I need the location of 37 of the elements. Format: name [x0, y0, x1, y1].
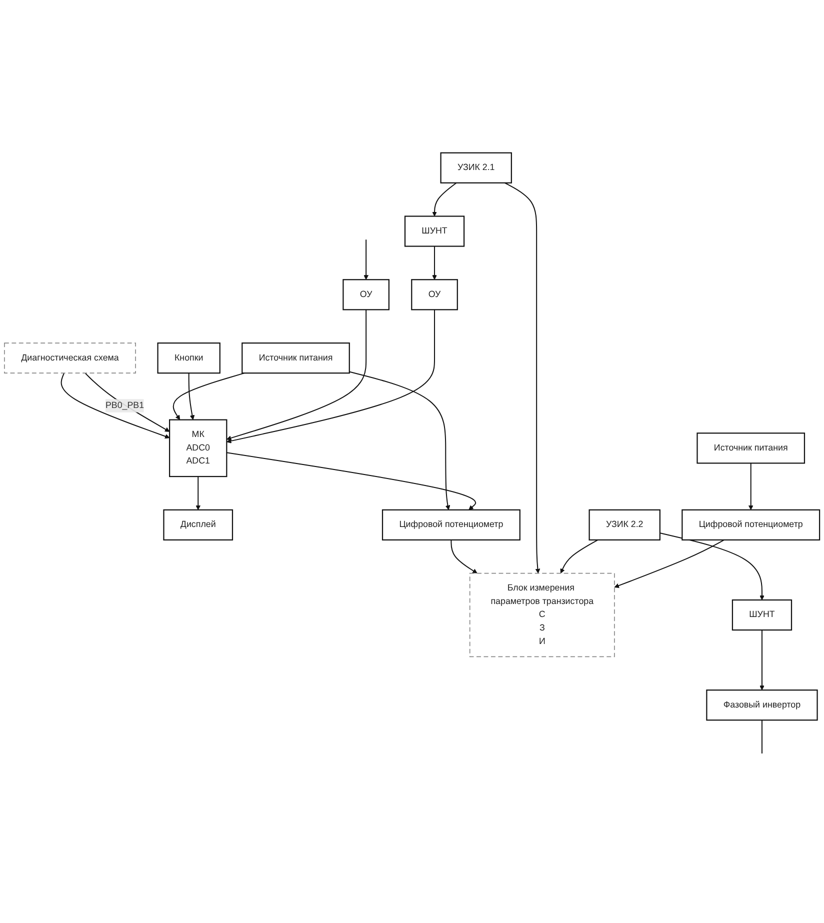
node-box: Источник питания	[242, 342, 350, 374]
node-box: Источник питания	[696, 432, 806, 464]
arrow	[560, 539, 598, 574]
node-box: Дисплей	[163, 509, 234, 540]
arrow	[659, 532, 764, 600]
node-box: Цифровой потенциометр	[382, 509, 520, 540]
node-box: УЗИК 2.2	[588, 509, 660, 540]
connector	[761, 720, 762, 754]
arrow	[226, 452, 476, 510]
arrow	[748, 462, 754, 510]
arrow	[504, 182, 540, 574]
node-box: УЗИК 2.1	[440, 152, 512, 184]
arrow	[432, 182, 457, 216]
node-box: ШУНТ	[404, 216, 465, 247]
node-box: Цифровой потенциометр	[682, 509, 820, 540]
arrow	[188, 372, 195, 420]
arrow	[172, 372, 245, 420]
node-box: ОУ	[411, 279, 458, 310]
node-box: Блок измерения параметров транзистора С З И	[469, 572, 615, 658]
node-box: МК ADC0 ADC1	[169, 419, 228, 478]
arrow	[760, 630, 764, 690]
node-box: ОУ	[342, 279, 390, 310]
arrow	[614, 539, 725, 588]
arrow	[432, 246, 437, 280]
arrow	[226, 309, 436, 444]
node-box: Диагностическая схема	[4, 342, 136, 374]
arrow	[196, 476, 201, 510]
node-box: Фазовый инвертор	[706, 690, 818, 721]
node-box: Кнопки	[157, 342, 220, 374]
node-box: ШУНТ	[732, 599, 792, 631]
edge-label: PB0_PB1	[105, 400, 144, 410]
arrow	[450, 539, 478, 574]
arrow	[84, 372, 170, 432]
arrow	[60, 372, 170, 439]
arrow	[226, 309, 367, 440]
arrow	[348, 371, 450, 510]
arrow	[364, 239, 369, 280]
